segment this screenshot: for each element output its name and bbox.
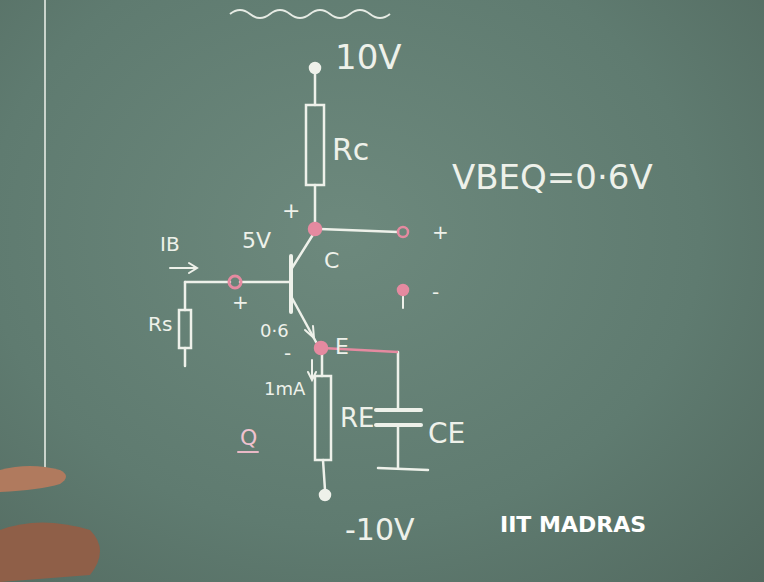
emitter-node [315,342,327,354]
wire [184,282,187,310]
resistor-symbol [315,376,331,460]
wire [314,73,317,105]
voltage-label: -10V [345,515,415,545]
hand [0,523,100,582]
polarity-mark: + [432,222,449,242]
part-name: RE [340,405,375,431]
current-arrow [170,267,196,269]
hand [0,466,66,492]
wire [321,352,324,376]
part-name: CE [428,420,465,448]
wire [314,185,317,226]
voltage-label: 10V [335,40,402,74]
polarity-mark: + [282,200,300,222]
wire [397,425,400,468]
wire [322,348,398,352]
signal-name: IB [160,234,180,254]
wire [323,460,325,490]
watermark: IIT MADRAS [500,514,646,536]
current-arrow [311,360,313,378]
board-edge [44,0,46,470]
polarity-mark: - [284,343,291,363]
voltage-label: 5V [242,230,271,252]
note: Q [240,427,257,449]
current-arrow [308,372,316,380]
transistor-collector [292,233,314,268]
part-name: Rs [148,314,172,334]
resistor-symbol [179,310,191,348]
transistor-emitter [292,298,316,342]
wire [397,352,400,410]
polarity-mark: - [432,282,439,302]
supply-terminal [320,490,330,500]
underline [238,451,258,453]
resistor-symbol [306,105,324,185]
collector-node [309,223,321,235]
current-label: 1mA [264,380,305,398]
transistor-base [289,256,293,312]
wire [320,229,398,232]
capacitor-plate [376,408,421,412]
supply-terminal [310,63,320,73]
part-name: Rc [332,135,369,165]
voltage-label: 0·6 [260,322,289,340]
wire [240,281,290,284]
output-terminal [398,227,408,237]
pin-name: E [335,336,349,358]
pin-name: C [324,250,339,272]
wire [184,348,187,366]
wire [185,281,230,284]
wavy-underline [230,10,390,18]
output-terminal [398,285,408,295]
ground-stub [378,468,428,470]
polarity-mark: + [232,292,249,312]
base-node [229,276,241,288]
current-arrow [189,263,197,273]
emitter-arrow [305,326,314,338]
note: VBEQ=0·6V [452,160,653,194]
